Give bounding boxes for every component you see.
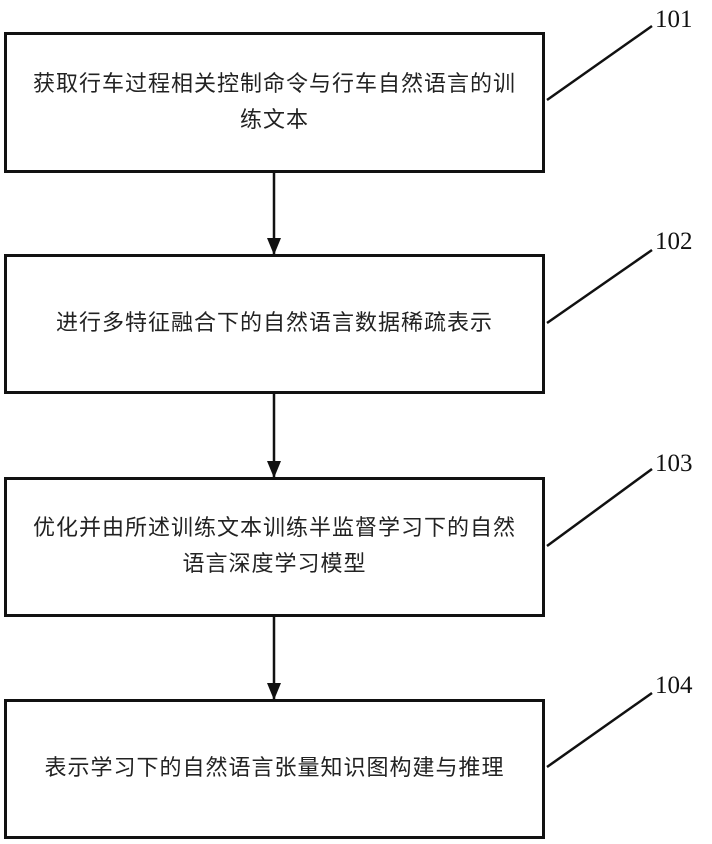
step-label-103: 103 <box>655 450 693 478</box>
step-text-103: 优化并由所述训练文本训练半监督学习下的自然语言深度学习模型 <box>25 511 525 583</box>
step-box-103: 优化并由所述训练文本训练半监督学习下的自然语言深度学习模型 <box>4 477 545 617</box>
leader-line-103 <box>547 469 652 546</box>
arrowhead-102-103 <box>267 461 281 478</box>
leader-line-102 <box>547 250 652 323</box>
step-text-101: 获取行车过程相关控制命令与行车自然语言的训练文本 <box>25 67 525 139</box>
leader-line-104 <box>547 693 652 767</box>
step-label-102: 102 <box>655 228 693 256</box>
step-label-101: 101 <box>655 6 693 34</box>
step-box-101: 获取行车过程相关控制命令与行车自然语言的训练文本 <box>4 32 545 173</box>
arrowhead-101-102 <box>267 238 281 255</box>
step-label-104: 104 <box>655 672 693 700</box>
step-text-104: 表示学习下的自然语言张量知识图构建与推理 <box>25 751 525 787</box>
step-box-102: 进行多特征融合下的自然语言数据稀疏表示 <box>4 254 545 394</box>
leader-line-101 <box>547 26 652 100</box>
step-box-104: 表示学习下的自然语言张量知识图构建与推理 <box>4 699 545 839</box>
arrowhead-103-104 <box>267 683 281 700</box>
step-text-102: 进行多特征融合下的自然语言数据稀疏表示 <box>25 306 525 342</box>
